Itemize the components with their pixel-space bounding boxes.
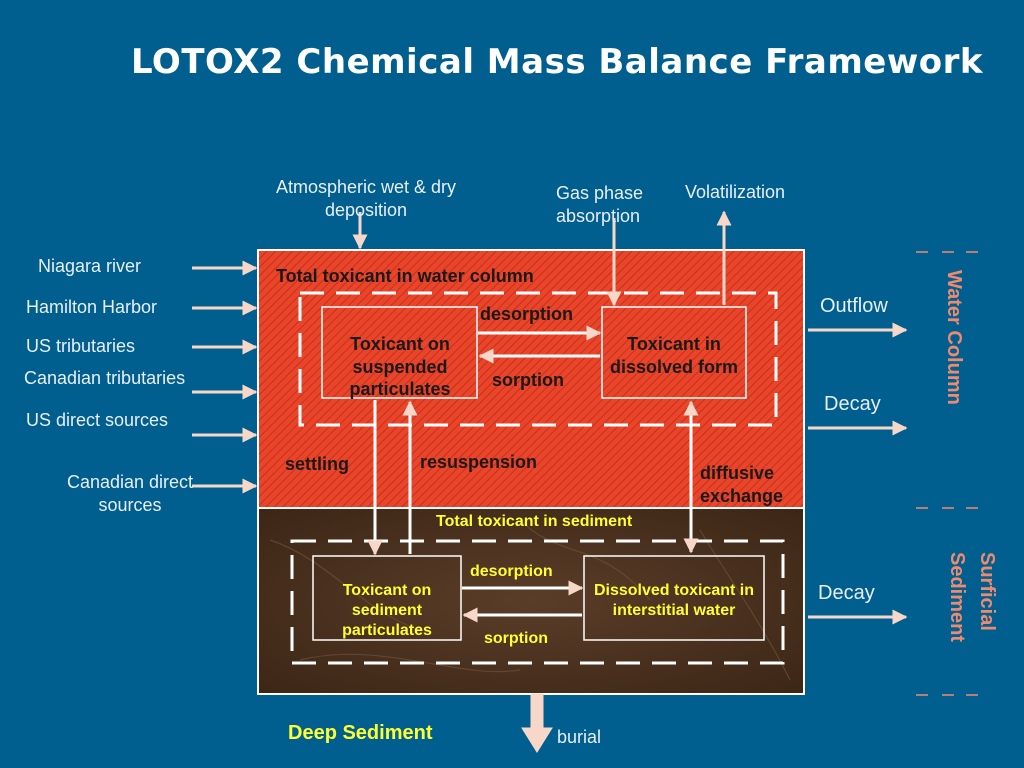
sediment-particulate-label: Toxicant on sediment particulates	[342, 582, 432, 639]
label-volatilization: Volatilization	[685, 182, 786, 202]
sediment-dashed-region	[290, 539, 785, 665]
diffusive-exchange-label: diffusive exchange	[700, 463, 784, 506]
arrow-burial	[521, 693, 553, 753]
settling-label: settling	[285, 454, 350, 474]
water-column-dashed-region	[298, 291, 778, 427]
sediment-sorption-label: sorption	[484, 630, 548, 647]
water-sorption-label: sorption	[492, 370, 564, 390]
label-us-tributaries: US tributaries	[26, 336, 136, 356]
water-particulate-label: Toxicant on suspended particulates	[349, 334, 451, 399]
label-gas-phase: Gas phase absorption	[556, 183, 644, 226]
resuspension-label: resuspension	[420, 452, 538, 472]
label-us-direct: US direct sources	[26, 410, 169, 430]
label-outflow: Outflow	[820, 295, 888, 317]
label-decay-water: Decay	[824, 393, 881, 415]
label-canadian-direct: Canadian direct sources	[66, 472, 194, 515]
label-canadian-tributaries: Canadian tributaries	[24, 368, 186, 388]
sediment-particulate-box	[312, 555, 462, 641]
label-burial: burial	[557, 727, 602, 747]
sediment-header: Total toxicant in sediment	[436, 513, 633, 530]
sediment-dissolved-box	[583, 555, 765, 641]
water-particulate-box	[321, 306, 478, 399]
water-dissolved-label: Toxicant in dissolved form	[609, 334, 739, 377]
water-column-header: Total toxicant in water column	[276, 266, 534, 286]
side-label-surficial-sediment: Surficial Sediment	[946, 552, 998, 643]
water-desorption-label: desorption	[480, 304, 573, 324]
label-hamilton: Hamilton Harbor	[26, 297, 158, 317]
side-dash-markers	[916, 251, 978, 696]
label-decay-sediment: Decay	[818, 582, 875, 604]
sediment-dissolved-label: Dissolved toxicant in interstitial water	[593, 582, 755, 619]
label-deep-sediment: Deep Sediment	[288, 722, 433, 744]
side-label-water-column: Water Column	[943, 270, 965, 405]
sediment-desorption-label: desorption	[470, 563, 553, 580]
label-atmospheric: Atmospheric wet & dry deposition	[275, 177, 457, 220]
page-title: LOTOX2 Chemical Mass Balance Framework	[130, 42, 984, 82]
sediment-texture	[269, 519, 791, 681]
label-niagara: Niagara river	[38, 256, 142, 276]
water-dissolved-box	[601, 306, 747, 399]
